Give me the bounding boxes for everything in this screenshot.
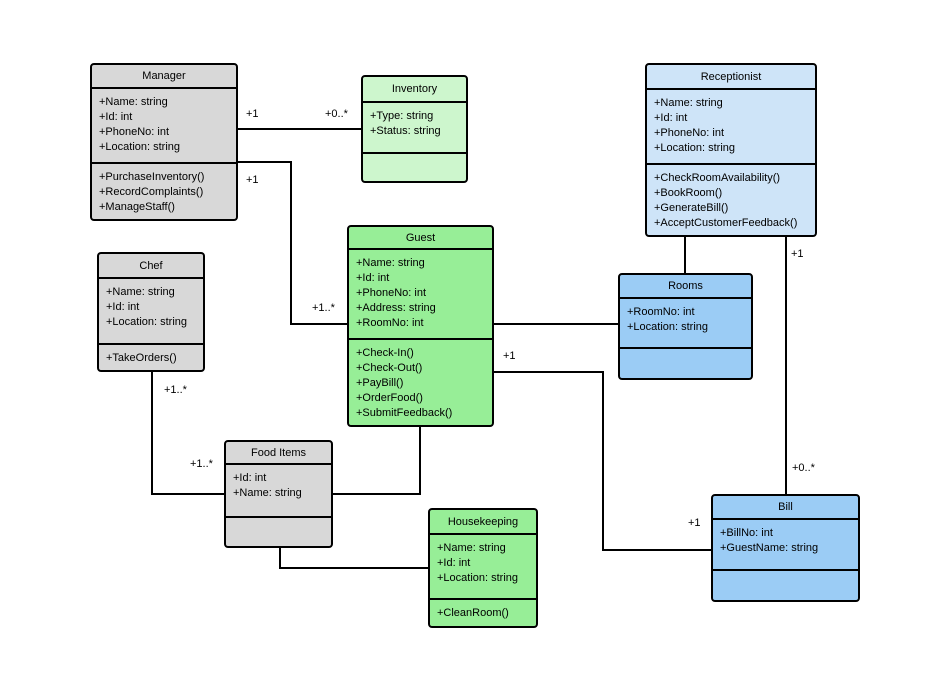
method-row: +ManageStaff() xyxy=(99,201,175,213)
class-chef[interactable]: Chef +Name: string +Id: int +Location: stri… xyxy=(97,252,205,372)
class-rooms[interactable]: Rooms +RoomNo: int +Location: string xyxy=(618,273,753,380)
class-title: Food Items xyxy=(226,442,331,465)
multiplicity-label: +1 xyxy=(791,248,804,260)
multiplicity-label: +0..* xyxy=(325,108,348,120)
association-guest-bill[interactable] xyxy=(494,371,711,551)
attribute-row: +Name: string xyxy=(356,257,425,269)
method-row: +Check-In() xyxy=(356,347,414,359)
class-title: Chef xyxy=(99,254,203,279)
attribute-row: +Id: int xyxy=(233,472,267,484)
class-methods-section: +TakeOrders() xyxy=(99,345,203,370)
multiplicity-label: +1 xyxy=(688,517,701,529)
attribute-row: +Id: int xyxy=(106,301,140,313)
class-methods-section xyxy=(226,518,331,546)
class-title: Rooms xyxy=(620,275,751,299)
method-row: +CleanRoom() xyxy=(437,607,509,619)
attribute-row: +Location: string xyxy=(627,321,709,333)
class-methods-section: +PurchaseInventory() +RecordComplaints() +… xyxy=(92,164,236,219)
attribute-row: +BillNo: int xyxy=(720,527,773,539)
class-title: Manager xyxy=(92,65,236,89)
class-attributes-section: +Name: string +Id: int +Location: string xyxy=(430,535,536,600)
method-row: +GenerateBill() xyxy=(654,202,729,214)
class-methods-section xyxy=(620,349,751,378)
attribute-row: +Id: int xyxy=(437,557,471,569)
class-title: Receptionist xyxy=(647,65,815,90)
attribute-row: +Name: string xyxy=(99,96,168,108)
association-food-items-housekeeping[interactable] xyxy=(279,548,428,569)
attribute-row: +Id: int xyxy=(99,111,133,123)
attribute-row: +Location: string xyxy=(106,316,188,328)
multiplicity-label: +0..* xyxy=(792,462,815,474)
class-attributes-section: +Id: int +Name: string xyxy=(226,465,331,518)
class-inventory[interactable]: Inventory +Type: string +Status: string xyxy=(361,75,468,183)
association-food-items-guest[interactable] xyxy=(333,427,421,495)
attribute-row: +RoomNo: int xyxy=(356,317,424,329)
method-row: +RecordComplaints() xyxy=(99,186,204,198)
attribute-row: +Status: string xyxy=(370,125,441,137)
class-attributes-section: +Name: string +Id: int +PhoneNo: int +Addre… xyxy=(349,250,492,340)
class-methods-section xyxy=(713,571,858,600)
class-receptionist[interactable]: Receptionist +Name: string +Id: int +PhoneN… xyxy=(645,63,817,237)
association-manager-guest[interactable] xyxy=(238,161,347,325)
multiplicity-label: +1 xyxy=(503,350,516,362)
attribute-row: +Address: string xyxy=(356,302,436,314)
attribute-row: +Id: int xyxy=(654,112,688,124)
method-row: +OrderFood() xyxy=(356,392,423,404)
method-row: +TakeOrders() xyxy=(106,352,177,364)
class-attributes-section: +Type: string +Status: string xyxy=(363,103,466,154)
method-row: +AcceptCustomerFeedback() xyxy=(654,217,798,229)
attribute-row: +Location: string xyxy=(654,142,736,154)
attribute-row: +RoomNo: int xyxy=(627,306,695,318)
class-attributes-section: +RoomNo: int +Location: string xyxy=(620,299,751,349)
method-row: +PurchaseInventory() xyxy=(99,171,205,183)
class-manager[interactable]: Manager +Name: string +Id: int +PhoneNo: in… xyxy=(90,63,238,221)
multiplicity-label: +1..* xyxy=(312,302,335,314)
attribute-row: +Type: string xyxy=(370,110,434,122)
class-methods-section xyxy=(363,154,466,181)
multiplicity-label: +1..* xyxy=(164,384,187,396)
attribute-row: +PhoneNo: int xyxy=(654,127,725,139)
attribute-row: +Location: string xyxy=(99,141,181,153)
class-title: Bill xyxy=(713,496,858,520)
class-attributes-section: +Name: string +Id: int +PhoneNo: int +Locat… xyxy=(92,89,236,164)
class-attributes-section: +BillNo: int +GuestName: string xyxy=(713,520,858,571)
class-title: Guest xyxy=(349,227,492,250)
class-attributes-section: +Name: string +Id: int +PhoneNo: int +Locat… xyxy=(647,90,815,165)
attribute-row: +PhoneNo: int xyxy=(99,126,170,138)
class-methods-section: +Check-In() +Check-Out() +PayBill() +OrderF… xyxy=(349,340,492,425)
attribute-row: +Name: string xyxy=(106,286,175,298)
attribute-row: +Name: string xyxy=(233,487,302,499)
class-methods-section: +CheckRoomAvailability() +BookRoom() +Gene… xyxy=(647,165,815,235)
method-row: +Check-Out() xyxy=(356,362,423,374)
attribute-row: +GuestName: string xyxy=(720,542,819,554)
class-title: Inventory xyxy=(363,77,466,103)
multiplicity-label: +1 xyxy=(246,108,259,120)
class-title: Housekeeping xyxy=(430,510,536,535)
attribute-row: +Name: string xyxy=(654,97,723,109)
method-row: +PayBill() xyxy=(356,377,404,389)
attribute-row: +Id: int xyxy=(356,272,390,284)
class-food-items[interactable]: Food Items +Id: int +Name: string xyxy=(224,440,333,548)
attribute-row: +Name: string xyxy=(437,542,506,554)
multiplicity-label: +1 xyxy=(246,174,259,186)
method-row: +CheckRoomAvailability() xyxy=(654,172,781,184)
attribute-row: +Location: string xyxy=(437,572,519,584)
method-row: +BookRoom() xyxy=(654,187,723,199)
class-bill[interactable]: Bill +BillNo: int +GuestName: string xyxy=(711,494,860,602)
attribute-row: +PhoneNo: int xyxy=(356,287,427,299)
class-methods-section: +CleanRoom() xyxy=(430,600,536,626)
method-row: +SubmitFeedback() xyxy=(356,407,453,419)
association-chef-food-items[interactable] xyxy=(151,372,224,495)
class-housekeeping[interactable]: Housekeeping +Name: string +Id: int +Locati… xyxy=(428,508,538,628)
class-guest[interactable]: Guest+Name: string+Id: int+PhoneNo: int+… xyxy=(347,225,494,427)
multiplicity-label: +1..* xyxy=(190,458,213,470)
class-attributes-section: +Name: string +Id: int +Location: string xyxy=(99,279,203,345)
